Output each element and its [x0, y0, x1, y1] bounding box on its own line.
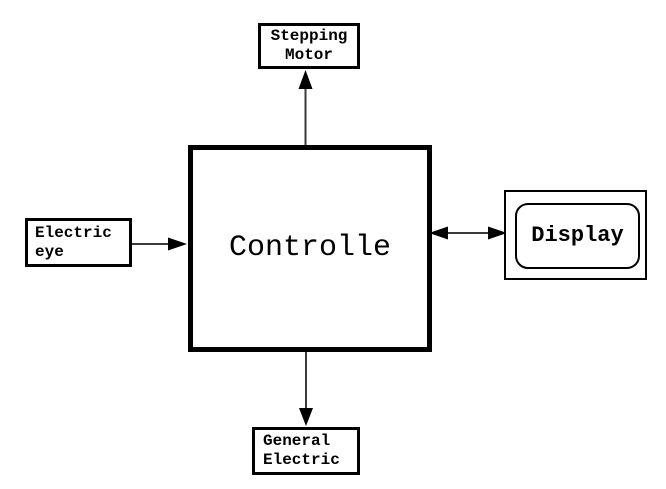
node-general-electric: General Electric: [252, 427, 360, 475]
node-stepping-motor-label: Stepping Motor: [270, 27, 348, 64]
arrow-head-up: [298, 70, 313, 89]
arrow-head-right: [488, 226, 507, 240]
arrow-electric-eye-to-controller: [132, 237, 187, 251]
node-general-electric-label: General Electric: [263, 432, 340, 469]
arrow-controller-display-bidirectional: [429, 226, 507, 240]
node-display-screen: Display: [515, 203, 640, 269]
node-display-label: Display: [531, 223, 624, 249]
node-controller-label: Controlle: [228, 230, 392, 265]
arrow-controller-to-general-electric: [299, 352, 313, 426]
node-stepping-motor: Stepping Motor: [258, 23, 360, 69]
arrow-head-right: [168, 237, 187, 251]
arrow-head-left: [429, 226, 448, 240]
node-electric-eye: Electric eye: [25, 218, 132, 267]
node-display-outer: Display: [504, 190, 647, 280]
arrow-controller-to-stepping-motor: [298, 70, 313, 147]
arrow-head-down: [299, 408, 313, 426]
node-electric-eye-label: Electric eye: [35, 223, 112, 261]
node-controller: Controlle: [188, 145, 432, 352]
